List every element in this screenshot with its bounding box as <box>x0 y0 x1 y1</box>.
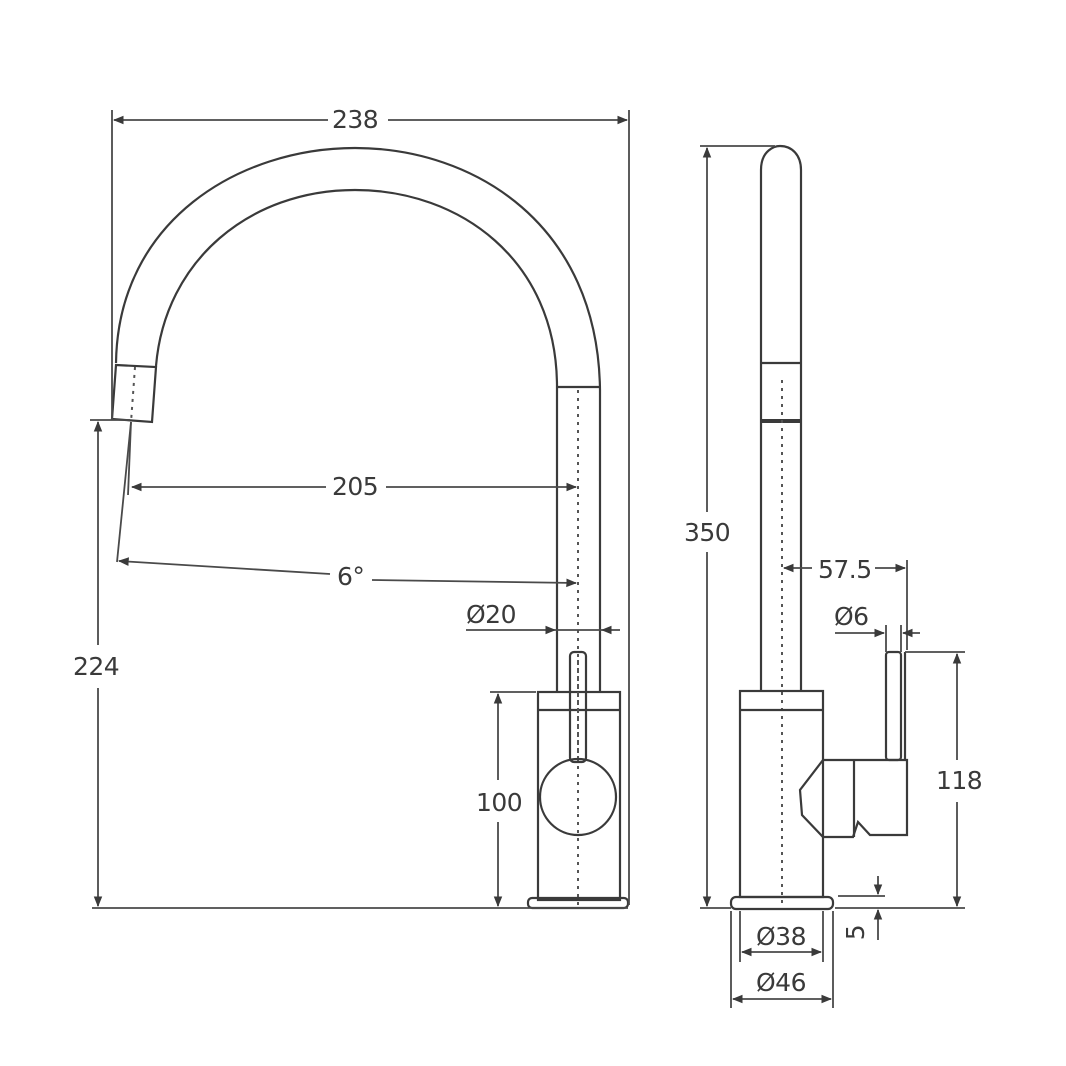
dim-spout-reach: 205 <box>330 472 381 501</box>
dim-outlet-height: 224 <box>71 652 122 681</box>
side-spout <box>759 144 803 692</box>
side-handle <box>798 758 909 839</box>
dim-spout-diameter: Ø20 <box>466 600 517 629</box>
handle-knob <box>538 757 618 837</box>
dim-handle-diameter: Ø6 <box>834 602 869 631</box>
side-body <box>738 689 825 899</box>
front-view <box>90 110 630 910</box>
dim-overall-height: 350 <box>682 518 733 547</box>
side-view <box>700 144 965 1008</box>
spout-arch-inner <box>154 188 559 386</box>
dim-body-diameter: Ø38 <box>756 922 807 951</box>
spout-nozzle <box>110 363 158 424</box>
dim-handle-offset: 57.5 <box>816 555 874 584</box>
dim-spout-angle: 6° <box>335 562 367 591</box>
dim-body-height: 100 <box>474 788 525 817</box>
side-handle-lever <box>884 650 903 762</box>
body <box>536 690 622 902</box>
side-base-plate <box>729 895 835 911</box>
dim-handle-height: 118 <box>934 766 985 795</box>
dim-overall-width: 238 <box>330 105 381 134</box>
spout-arch-outer <box>114 146 602 391</box>
dim-base-diameter: Ø46 <box>756 968 807 997</box>
handle-lever <box>568 650 588 764</box>
dim-base-thickness: 5 <box>841 924 871 941</box>
